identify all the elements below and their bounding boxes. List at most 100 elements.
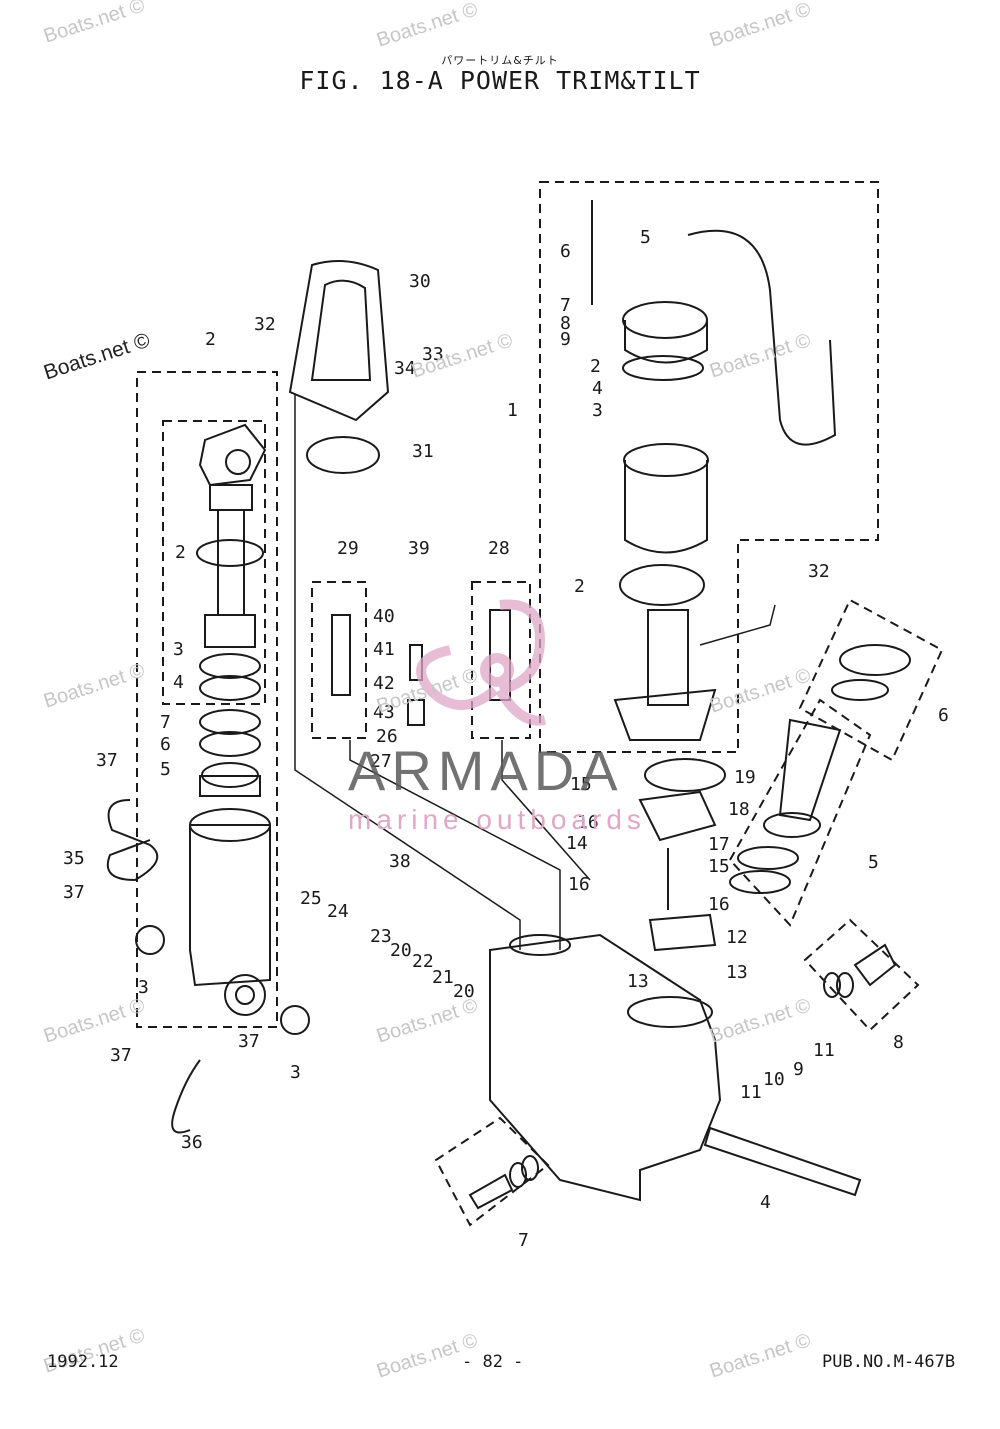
callout-37: 37 [110,1045,132,1066]
callout-7: 7 [560,295,571,316]
callout-43: 43 [373,702,395,723]
callout-41: 41 [373,639,395,660]
tube-35 [106,799,159,882]
cylinder-assembly-box [136,371,278,1028]
callout-6: 6 [160,734,171,755]
callout-37: 37 [96,750,118,771]
bushing-3-left [135,925,165,955]
pump-body-12 [648,913,717,952]
callout-27: 27 [370,751,392,772]
callout-numbers: 1 2 2 2 2 3 3 3 3 4 4 4 5 5 5 6 6 6 7 7 … [63,227,949,1251]
pump-manifold [489,933,722,1202]
callout-20: 20 [453,981,475,1002]
callout-7: 7 [518,1230,529,1251]
piston-subassembly-box [162,420,266,705]
footer-page-number: - 82 - [462,1352,524,1372]
callout-21: 21 [432,967,454,988]
callout-2: 2 [574,576,585,597]
callout-29: 29 [337,538,359,559]
callout-31: 31 [412,441,434,462]
armature [647,609,689,706]
callout-17: 17 [708,834,730,855]
callout-19: 19 [734,767,756,788]
callout-10: 10 [763,1069,785,1090]
callout-7: 7 [160,712,171,733]
callout-42: 42 [373,673,395,694]
callout-16: 16 [577,812,599,833]
motor-yoke [624,460,708,554]
reservoir-cover [288,260,390,422]
valve-6-box [798,598,944,762]
motor-cap [622,301,708,339]
callout-24: 24 [327,901,349,922]
callout-3: 3 [173,639,184,660]
callout-15: 15 [708,856,730,877]
callout-20: 20 [390,940,412,961]
callout-16: 16 [708,894,730,915]
o-ring-31 [306,436,380,474]
callout-3: 3 [138,977,149,998]
valve-5-box [728,698,872,927]
callout-8: 8 [893,1032,904,1053]
callout-9: 9 [560,329,571,350]
callout-30: 30 [409,271,431,292]
callout-15: 15 [570,774,592,795]
callout-5: 5 [868,852,879,873]
cylinder-eye [198,423,267,487]
callout-34: 34 [394,358,416,379]
callout-6: 6 [560,241,571,262]
callout-16: 16 [568,874,590,895]
callout-13: 13 [627,971,649,992]
callout-12: 12 [726,927,748,948]
valve-8-box [803,918,920,1032]
valve-7-box [434,1116,550,1227]
callout-26: 26 [376,726,398,747]
pin-4 [703,1126,862,1197]
callout-36: 36 [181,1132,203,1153]
armada-logo-mark [416,599,546,726]
motor-assembly-box [539,181,879,753]
callout-8: 8 [560,313,571,334]
piston-head [204,614,256,648]
callout-39: 39 [408,538,430,559]
o-ring-19 [644,758,726,792]
o-ring-2 [619,564,705,606]
callout-13: 13 [726,962,748,983]
footer-publication-number: PUB.NO.M-467B [822,1352,956,1372]
ring-2-motor [622,355,704,381]
callout-33: 33 [422,344,444,365]
callout-6: 6 [938,705,949,726]
callout-3: 3 [290,1062,301,1083]
valve-rod-5 [778,718,842,822]
brand-watermark: ARMADA [348,739,624,802]
callout-11: 11 [740,1082,762,1103]
callout-32: 32 [808,561,830,582]
ring-2 [196,539,264,567]
callout-37: 37 [238,1031,260,1052]
callout-11: 11 [813,1040,835,1061]
callout-38: 38 [389,851,411,872]
callout-22: 22 [412,951,434,972]
cylinder-body [189,824,271,987]
motor-lead [687,229,837,446]
valve-29-box [311,581,367,739]
callout-32: 32 [254,314,276,335]
callout-14: 14 [566,833,588,854]
footer-date: 1992.12 [47,1352,119,1372]
tube-36 [171,1059,201,1134]
figure-title: FIG. 18-A POWER TRIM&TILT [299,66,701,95]
callout-28: 28 [488,538,510,559]
callout-40: 40 [373,606,395,627]
callout-5: 5 [160,759,171,780]
callout-23: 23 [370,926,392,947]
callout-37: 37 [63,882,85,903]
callout-2: 2 [175,542,186,563]
callout-18: 18 [728,799,750,820]
figure-subtitle: パワートリム&チルト [441,54,559,67]
callout-4: 4 [760,1192,771,1213]
callout-2: 2 [590,356,601,377]
motor-base [613,688,717,741]
callout-1: 1 [507,400,518,421]
